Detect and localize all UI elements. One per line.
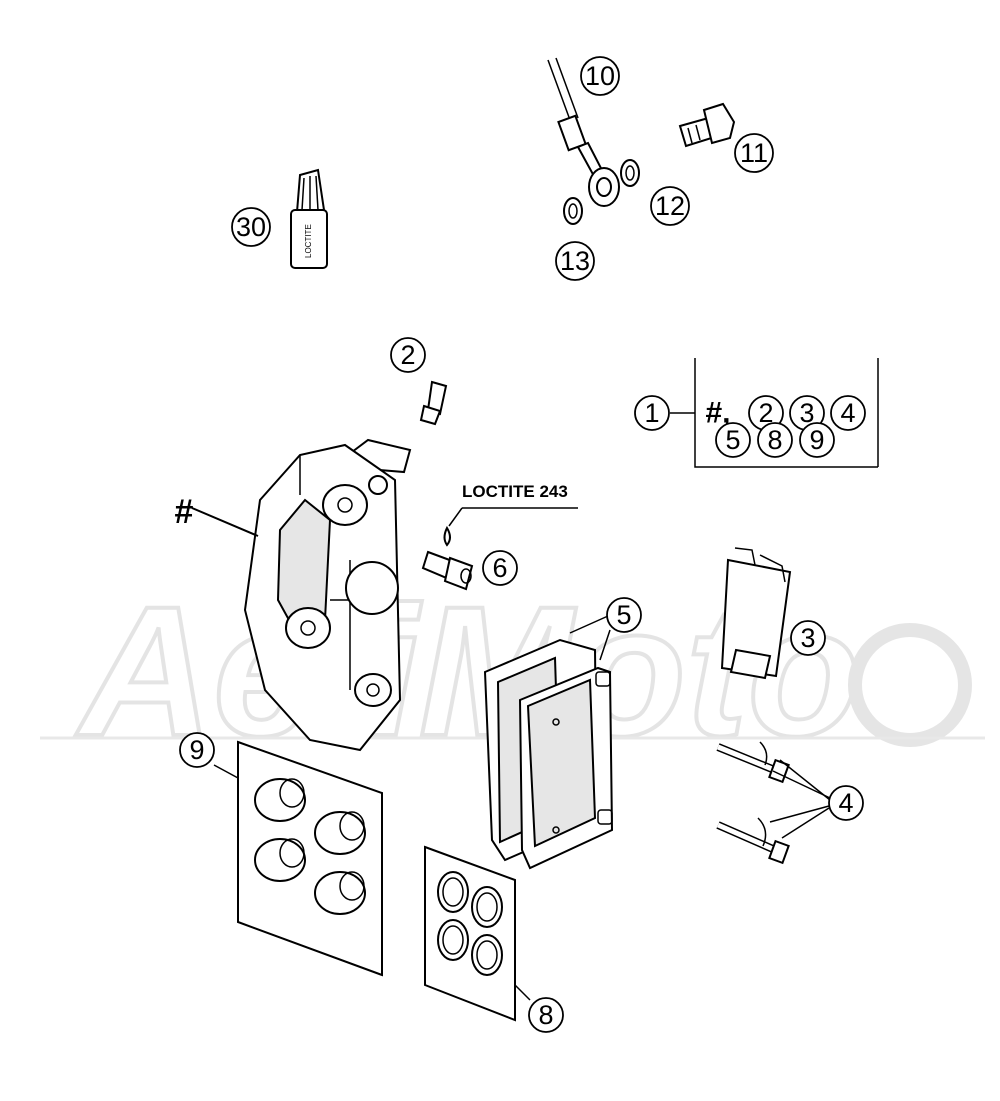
caliper-body: [243, 438, 412, 752]
callout-10: 10: [580, 56, 620, 96]
callout-9: 9: [179, 732, 215, 768]
callout-number: 11: [740, 138, 768, 168]
callout-number: 8: [538, 1000, 553, 1030]
kit-item-label: 2: [758, 398, 773, 428]
callout-number: 3: [800, 623, 815, 653]
caliper-bolt: [421, 525, 474, 591]
loctite-tube: LOCTITE: [290, 168, 328, 269]
hash-leader: [191, 507, 259, 537]
seal-kit: [424, 845, 516, 1022]
tube-label: LOCTITE: [304, 224, 313, 258]
callout-11: 11: [734, 133, 774, 173]
kit-item-label: 4: [840, 398, 855, 428]
callout-12: 12: [650, 186, 690, 226]
kit-contents-box: 1 #, 2 3 4 5 8 9: [634, 358, 879, 468]
kit-item-label: 5: [725, 425, 740, 455]
callout-number: 4: [838, 788, 853, 818]
callout-8: 8: [528, 997, 564, 1033]
brake-pads: [483, 638, 614, 870]
banjo-bolt: [678, 102, 736, 148]
sealing-washers: [563, 159, 640, 225]
callout-number: 30: [236, 212, 266, 242]
kit-item-label: 9: [809, 425, 824, 455]
brake-hose: [547, 57, 620, 207]
callout-4: 4: [828, 785, 864, 821]
kit-item-label: 3: [799, 398, 814, 428]
bleed-screw: [419, 380, 448, 426]
callout-3: 3: [790, 620, 826, 656]
callout-5: 5: [606, 597, 642, 633]
callout-13: 13: [555, 241, 595, 281]
kit-index-label: 1: [644, 398, 659, 428]
callout-30: 30: [231, 207, 271, 247]
callout-number: 2: [400, 340, 415, 370]
loctite-243-label: LOCTITE 243: [462, 482, 568, 501]
callout-number: 5: [616, 600, 631, 630]
pins-leaders: [769, 759, 831, 839]
callout-number: 6: [492, 553, 507, 583]
pad-spring: [720, 547, 792, 680]
watermark-wheel-icon: [848, 623, 972, 747]
callout-number: 9: [189, 735, 204, 765]
callout-number: 12: [655, 191, 685, 221]
loctite-drop-icon: [443, 525, 451, 547]
callout-6: 6: [482, 550, 518, 586]
callout-number: 10: [585, 61, 615, 91]
kit-item-label: 8: [767, 425, 782, 455]
piston-kit: [237, 740, 383, 977]
caliper-hash-label: #: [175, 493, 194, 531]
callout-number: 13: [560, 246, 590, 276]
callout-2: 2: [390, 337, 426, 373]
